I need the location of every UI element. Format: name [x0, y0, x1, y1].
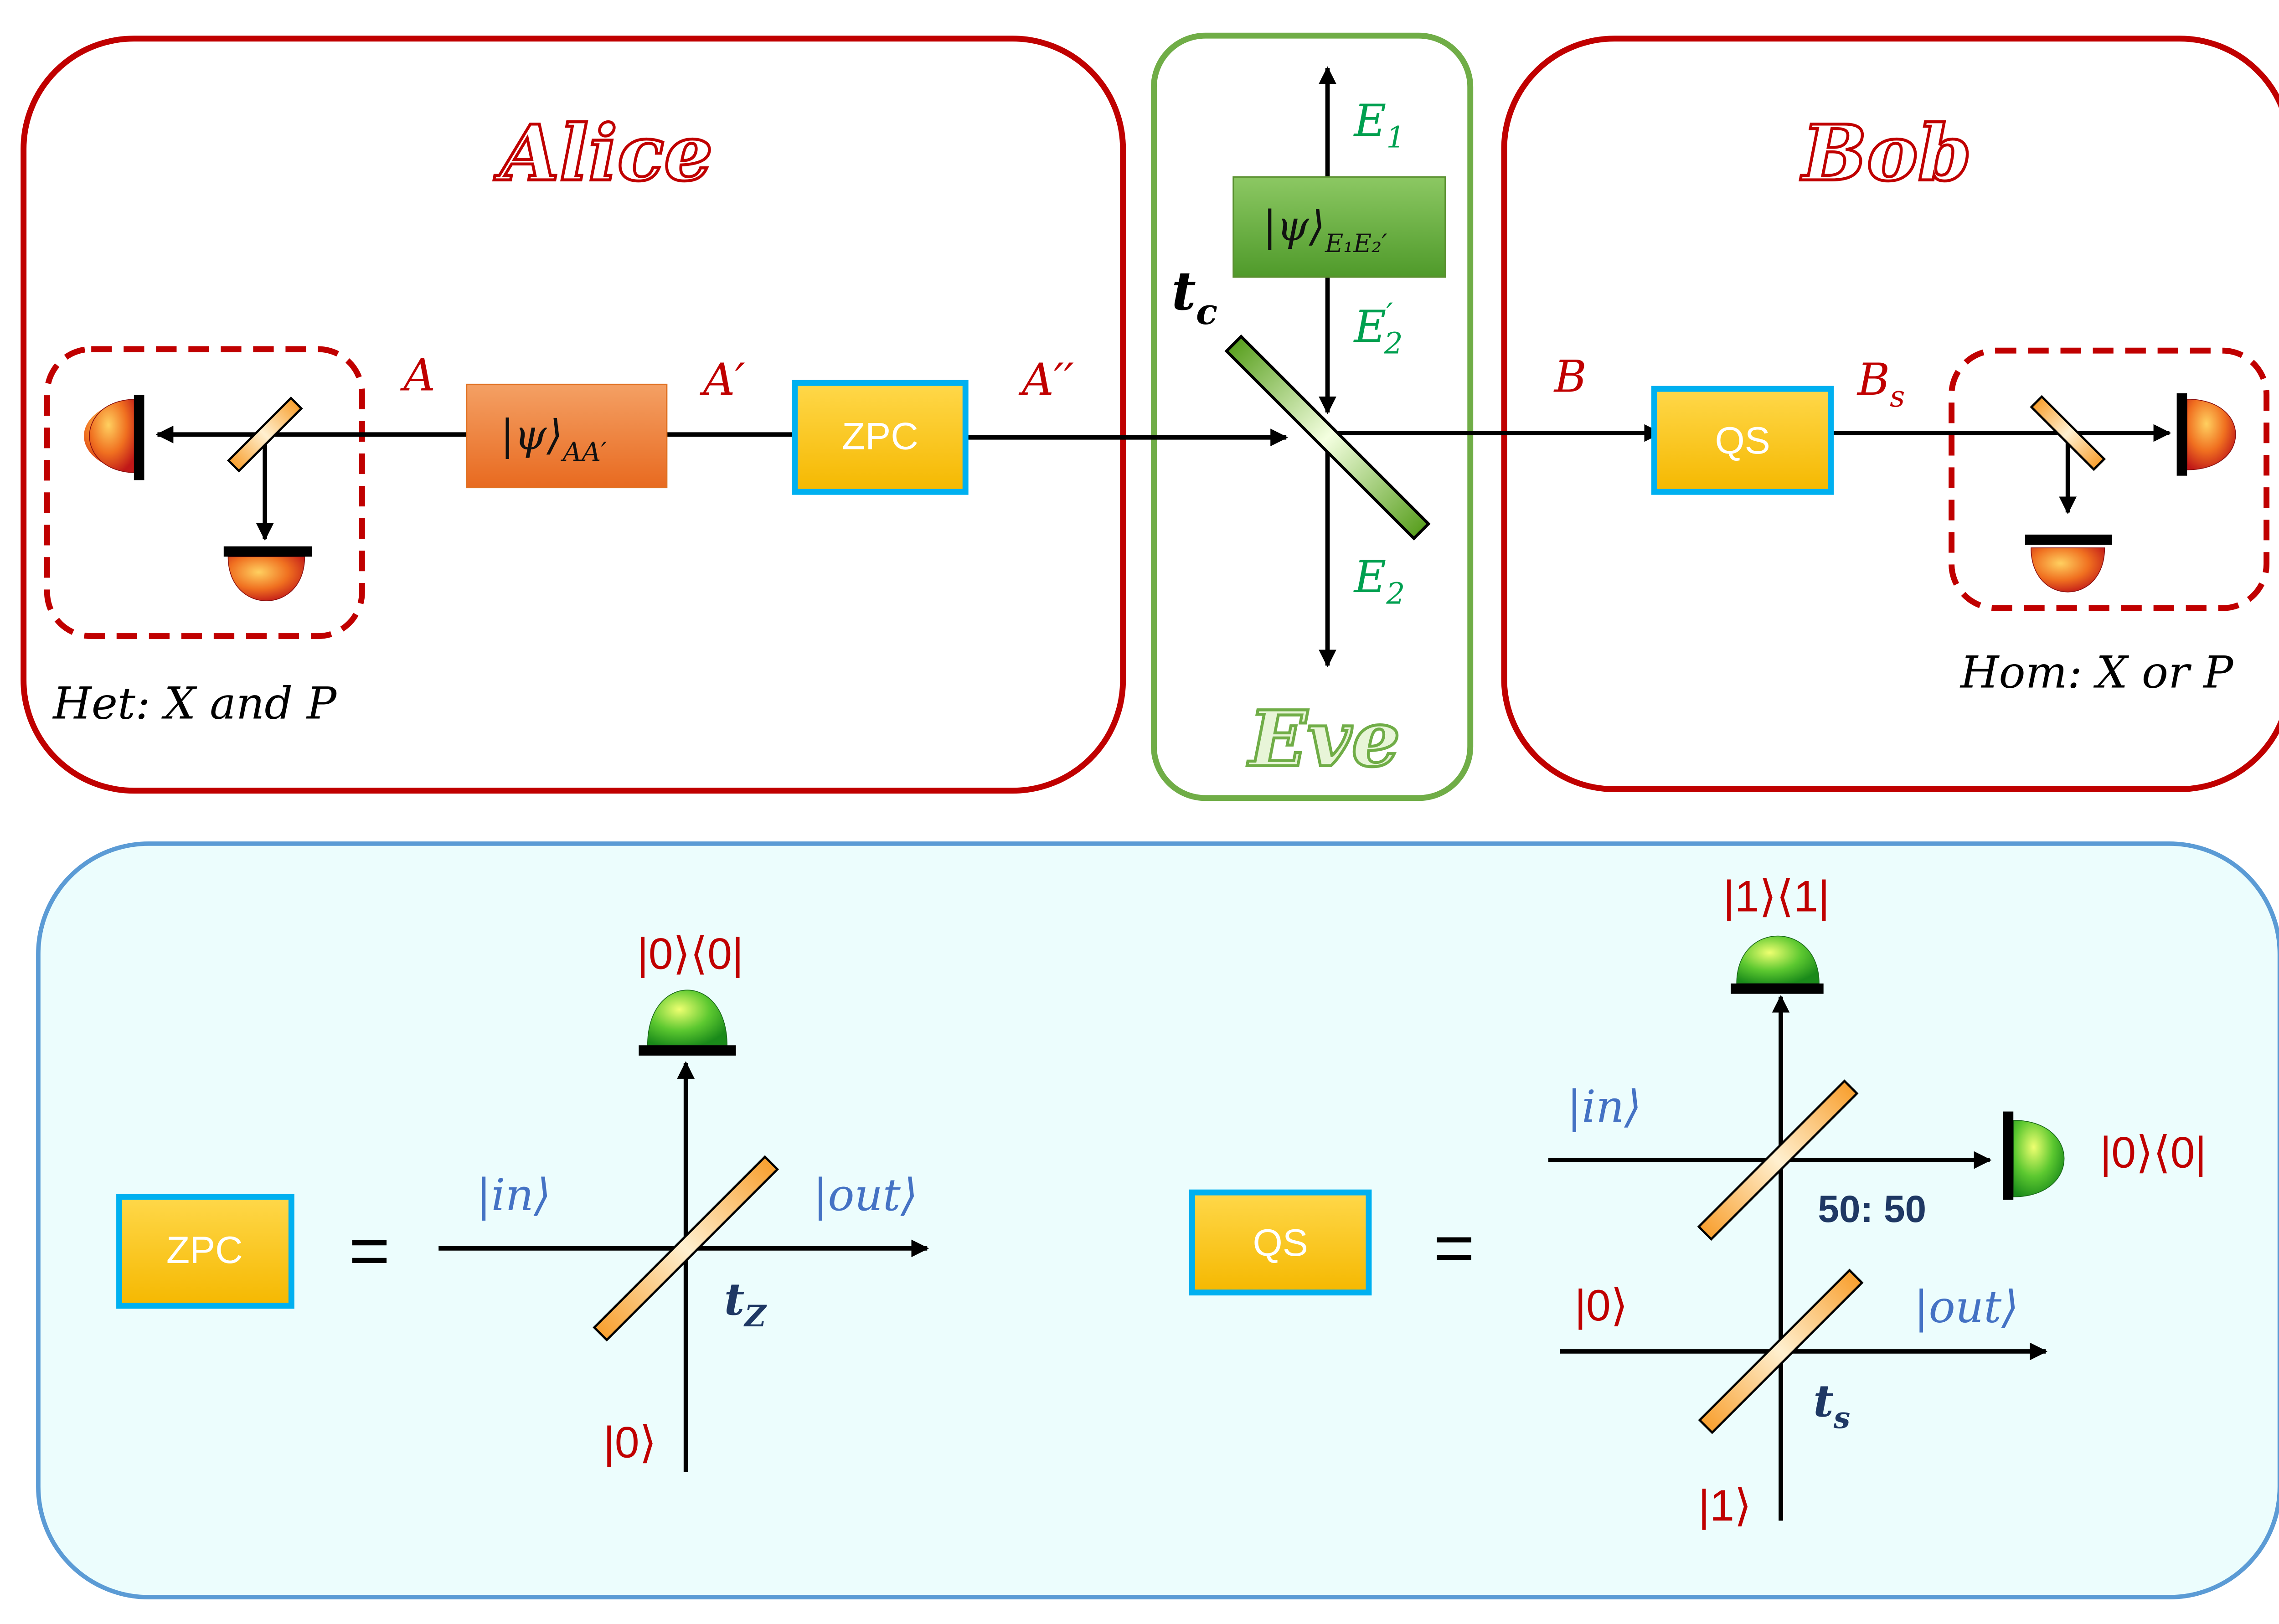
qs-box-top	[1651, 386, 1834, 495]
source-label: |ψ⟩AA′	[500, 412, 607, 468]
qs-transmissivity: ts	[1813, 1375, 1850, 1435]
het-box	[44, 346, 365, 639]
bob-title: Bob	[1800, 108, 1971, 198]
eve-state-box	[1232, 176, 1446, 278]
zpc-box-top	[792, 380, 969, 495]
qs-right-detector	[2003, 1111, 2065, 1200]
qs-out: |out⟩	[1914, 1281, 2019, 1332]
qs-proj-one: |1⟩⟨1|	[1723, 871, 1830, 921]
zpc-out: |out⟩	[813, 1169, 918, 1221]
zpc-beamsplitter	[593, 1155, 779, 1342]
mode-a: A	[400, 349, 435, 401]
eve-title: Eve	[1247, 694, 1400, 784]
zpc-projector: |0⟩⟨0|	[637, 928, 744, 978]
eve-frame	[1151, 32, 1474, 801]
hom-caption: Hom: X or P	[1959, 647, 2234, 698]
source-box	[465, 383, 668, 489]
het-detector-left	[84, 395, 144, 480]
zpc-equals: =	[349, 1211, 390, 1290]
hom-detector-right	[2176, 393, 2236, 476]
zpc-in: |in⟩	[476, 1169, 551, 1221]
qs-ratio: 50: 50	[1818, 1187, 1926, 1230]
qs-equals: =	[1433, 1208, 1475, 1287]
het-beamsplitter	[227, 396, 303, 473]
mode-b: B	[1553, 351, 1587, 402]
qs-label-top: QS	[1715, 419, 1770, 462]
bob-frame	[1501, 36, 2279, 792]
qs-box-bottom	[1189, 1189, 1372, 1296]
zpc-detector	[639, 990, 736, 1056]
qs-5050-beamsplitter	[1697, 1079, 1859, 1241]
zpc-label-bottom: ZPC	[166, 1228, 243, 1271]
qs-label-bottom: QS	[1253, 1221, 1308, 1264]
eve-beamsplitter	[1224, 334, 1431, 541]
mode-bs: Bs	[1856, 354, 1905, 414]
eve-bs-label: tc	[1171, 260, 1217, 333]
het-detector-bottom	[223, 546, 312, 601]
mode-e2-prime: E′2	[1353, 297, 1403, 361]
alice-frame	[21, 36, 1126, 794]
zpc-vac: |0⟩	[603, 1417, 657, 1467]
qs-proj-zero: |0⟩⟨0|	[2100, 1127, 2207, 1177]
hom-beamsplitter	[2030, 395, 2106, 471]
het-caption: Het: X and P	[52, 677, 337, 729]
qs-one: |1⟩	[1698, 1480, 1752, 1530]
hom-box	[1949, 347, 2270, 611]
zpc-transmissivity: tZ	[724, 1273, 768, 1334]
alice-title: Alice	[494, 108, 713, 198]
qs-ts-beamsplitter	[1698, 1268, 1864, 1434]
mode-a-double-prime: A′′	[1018, 354, 1074, 405]
zpc-label-top: ZPC	[842, 415, 918, 458]
qs-vac: |0⟩	[1575, 1280, 1628, 1330]
hom-detector-bottom	[2025, 534, 2112, 593]
mode-a-prime: A′	[700, 354, 745, 405]
zpc-box-bottom	[116, 1194, 294, 1309]
qs-top-detector	[1731, 935, 1824, 994]
mode-e2: E2	[1353, 551, 1405, 611]
mode-e1: E1	[1353, 95, 1405, 155]
qs-in: |in⟩	[1567, 1081, 1642, 1132]
eve-state-label: |ψ⟩E₁E₂′	[1263, 202, 1387, 258]
